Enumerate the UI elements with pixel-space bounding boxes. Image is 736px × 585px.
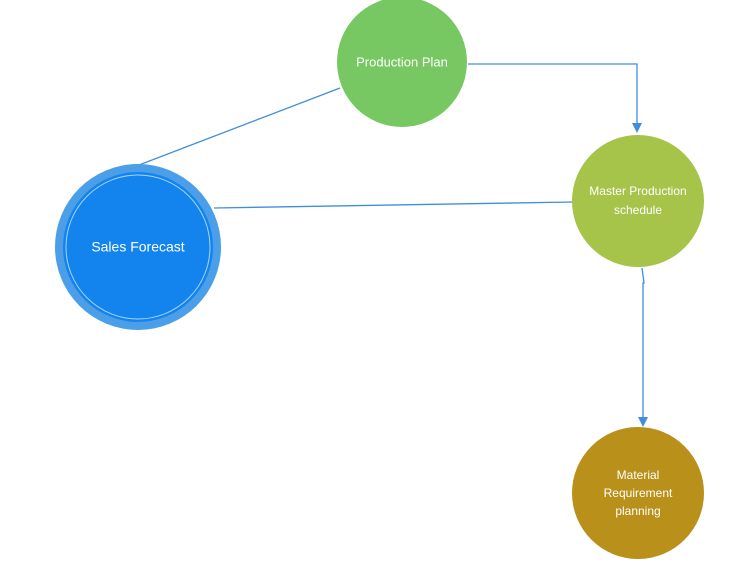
master-production-schedule-circle	[572, 135, 704, 267]
connector-plan-to-forecast	[138, 87, 341, 166]
material-requirement-planning-label-line3: planning	[615, 504, 660, 518]
sales-forecast-circle	[63, 172, 213, 322]
material-requirement-planning-label-line1: Material	[617, 468, 660, 482]
master-production-schedule-label-line1: Master Production	[589, 184, 686, 198]
master-production-schedule-label-line2: schedule	[614, 203, 662, 217]
material-requirement-planning-circle	[572, 427, 704, 559]
node-sales-forecast[interactable]: Sales Forecast	[55, 164, 221, 330]
production-plan-circle	[337, 0, 467, 127]
sales-forecast-label: Sales Forecast	[91, 239, 184, 255]
node-material-requirement-planning[interactable]: Material Requirement planning	[572, 427, 704, 559]
sales-forecast-inner-ring	[65, 174, 211, 320]
production-plan-label: Production Plan	[356, 54, 448, 69]
node-production-plan[interactable]: Production Plan	[337, 0, 467, 127]
material-requirement-planning-label-line2: Requirement	[604, 486, 673, 500]
node-master-production-schedule[interactable]: Master Production schedule	[572, 135, 704, 267]
connector-forecast-to-mps	[213, 201, 574, 209]
arrow-plan-to-mps	[468, 63, 642, 133]
arrow-mps-to-mrp	[638, 267, 648, 427]
